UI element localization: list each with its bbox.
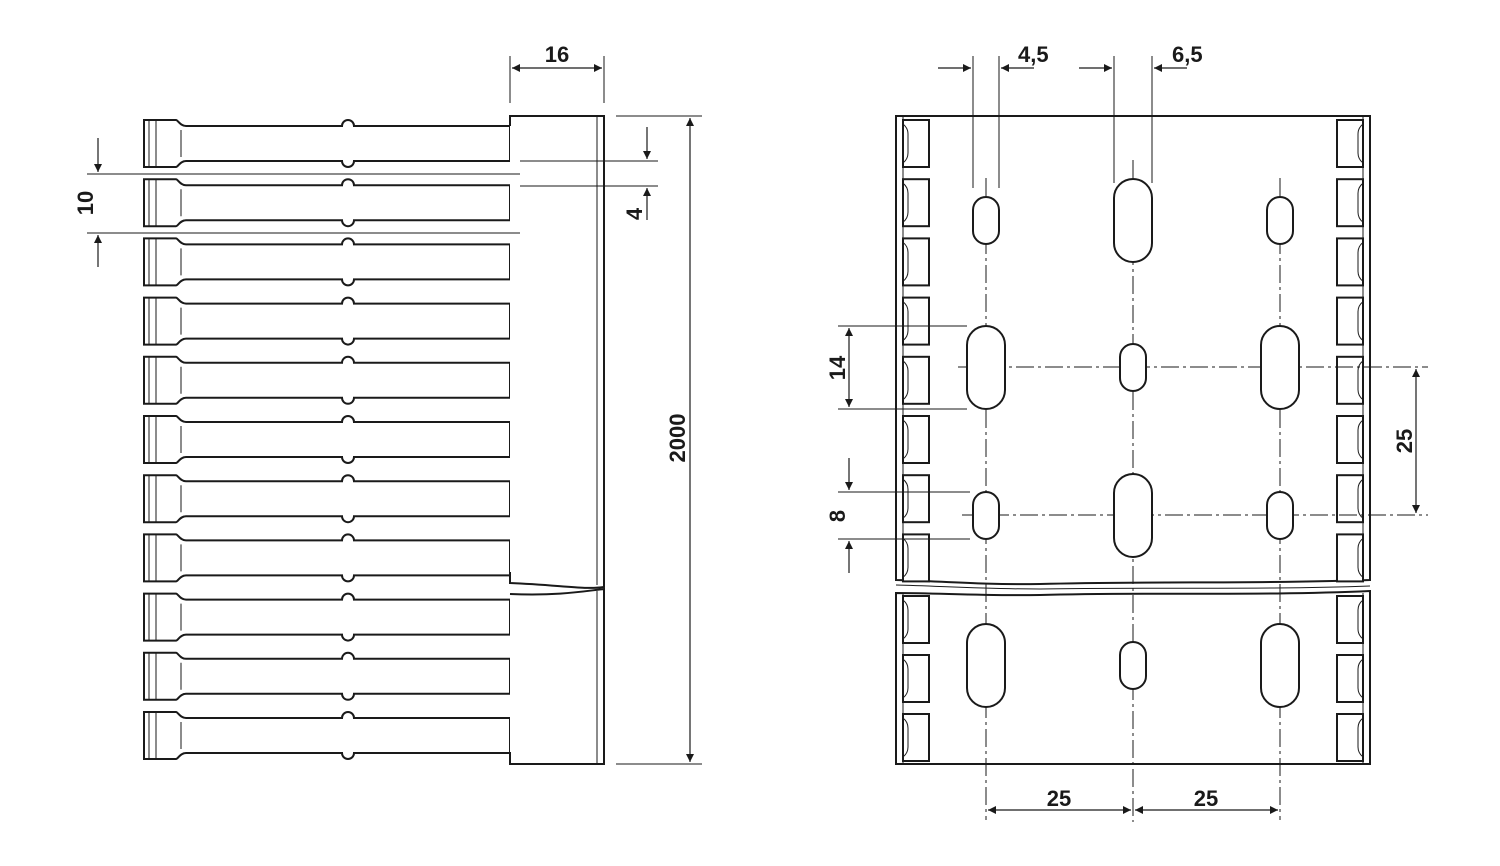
comb-tooth: [143, 592, 511, 642]
edge-tooth: [1336, 654, 1364, 703]
dimension-label-long-slot-length: 14: [825, 355, 850, 380]
comb-tooth: [143, 119, 511, 168]
dimension-short-slot-length: 8: [825, 458, 970, 573]
slot-narrow-short: [1119, 641, 1147, 690]
dimension-tab-height: 4: [520, 127, 658, 220]
dimension-comb-pitch: 10: [73, 138, 520, 267]
comb-tooth: [143, 415, 511, 464]
comb-tooth: [143, 178, 511, 228]
dimension-label-tab-height: 4: [622, 207, 647, 220]
edge-teeth: [902, 119, 1364, 762]
slot-narrow-short: [1119, 343, 1147, 392]
dimension-label-overall-length: 2000: [665, 414, 690, 463]
comb-tooth: [143, 296, 511, 346]
edge-tooth: [902, 178, 930, 228]
edge-tooth: [902, 654, 930, 703]
dimension-row-pitch: 25: [1392, 369, 1420, 513]
edge-tooth: [902, 355, 930, 405]
slot-wide-long: [966, 325, 1006, 410]
edge-tooth: [1336, 178, 1364, 228]
edge-tooth: [902, 713, 930, 762]
edge-tooth: [902, 595, 930, 644]
edge-tooth: [1336, 296, 1364, 346]
edge-tooth: [1336, 595, 1364, 644]
dimension-label-tab-width: 16: [545, 42, 569, 67]
comb-tooth: [143, 651, 511, 701]
slot-wide-long: [966, 623, 1006, 708]
dimension-label-column-pitch-left: 25: [1047, 786, 1071, 811]
comb-tooth: [143, 711, 511, 760]
edge-tooth: [1336, 119, 1364, 168]
slot-wide-long: [1260, 325, 1300, 410]
edge-tooth: [902, 296, 930, 346]
dimension-narrow-slot-width: 4,5: [938, 42, 1049, 188]
dimension-label-column-pitch-right: 25: [1194, 786, 1218, 811]
edge-tooth: [1336, 237, 1364, 287]
slot-wide-long: [1260, 623, 1300, 708]
edge-tooth: [902, 533, 930, 583]
dimension-overall-length: 2000: [616, 115, 702, 765]
slot-narrow-short: [972, 491, 1000, 540]
backbone-upper: [509, 115, 605, 589]
comb-tooth: [143, 533, 511, 583]
edge-tooth: [902, 119, 930, 168]
dimension-label-short-slot-length: 8: [825, 510, 850, 522]
edge-tooth: [902, 415, 930, 464]
dimension-label-row-pitch: 25: [1392, 429, 1417, 453]
backbone-lower: [509, 587, 605, 765]
edge-tooth: [902, 237, 930, 287]
dimension-label-narrow-slot-width: 4,5: [1018, 42, 1049, 67]
slot-narrow-short: [972, 196, 1000, 245]
edge-tooth: [1336, 533, 1364, 583]
dimension-label-comb-pitch: 10: [73, 191, 98, 215]
dimension-wide-slot-width: 6,5: [1079, 42, 1203, 183]
dimension-tab-width: 16: [509, 42, 605, 103]
side-view: 16 10 4 2000: [73, 42, 702, 765]
edge-tooth: [902, 474, 930, 524]
dimension-label-wide-slot-width: 6,5: [1172, 42, 1203, 67]
comb-tooth: [143, 474, 511, 524]
dimension-column-pitch: 25 25: [988, 786, 1278, 814]
front-view: 4,5 6,5 14 8 25: [825, 42, 1428, 822]
slot-wide-long: [1113, 473, 1153, 558]
comb-teeth: [143, 119, 511, 760]
slot-wide-long: [1113, 178, 1153, 263]
edge-tooth: [1336, 415, 1364, 464]
edge-tooth: [1336, 355, 1364, 405]
comb-tooth: [143, 355, 511, 405]
slot-narrow-short: [1266, 196, 1294, 245]
comb-tooth: [143, 237, 511, 287]
edge-tooth: [1336, 474, 1364, 524]
dimension-long-slot-length: 14: [825, 325, 967, 410]
edge-tooth: [1336, 713, 1364, 762]
slot-narrow-short: [1266, 491, 1294, 540]
